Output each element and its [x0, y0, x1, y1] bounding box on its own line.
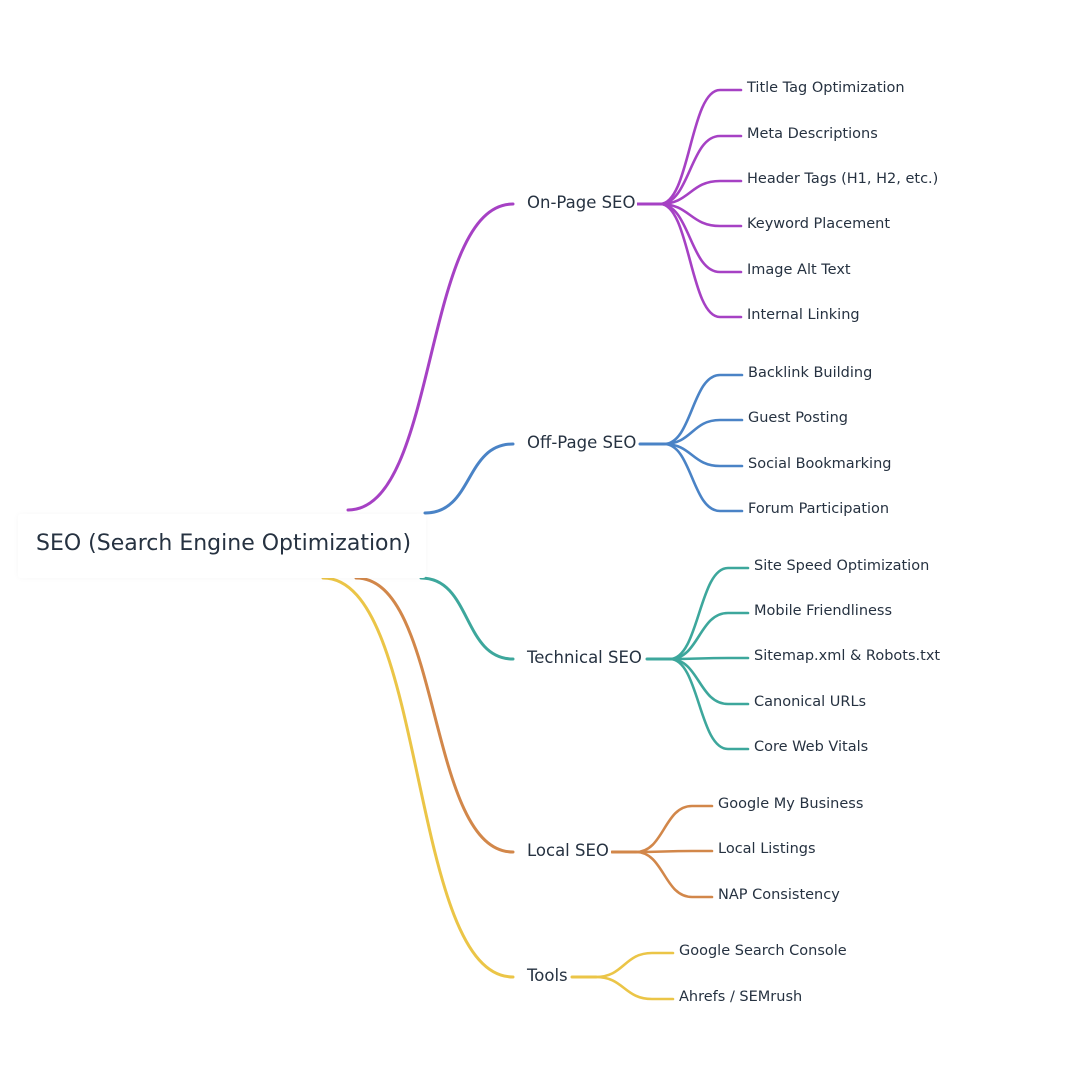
leaf-node-backlink-building[interactable]: Backlink Building	[748, 365, 873, 381]
connector-leaf-local-listings	[634, 849, 714, 854]
connector-leaf-social-bookmarking	[662, 442, 744, 468]
connector-leaf-internal-linking	[658, 202, 743, 319]
connector-leaf-site-speed-optimization	[668, 566, 750, 661]
leaf-node-forum-participation[interactable]: Forum Participation	[748, 501, 890, 517]
leaf-node-title-tag-optimization[interactable]: Title Tag Optimization	[747, 80, 905, 96]
connector-leaf-core-web-vitals	[668, 657, 750, 751]
leaf-node-guest-posting[interactable]: Guest Posting	[748, 410, 848, 426]
leaf-node-meta-descriptions[interactable]: Meta Descriptions	[747, 126, 878, 142]
leaf-node-header-tags-h1-h2-etc[interactable]: Header Tags (H1, H2, etc.)	[747, 171, 939, 187]
leaf-node-site-speed-optimization[interactable]: Site Speed Optimization	[754, 558, 930, 574]
connector-root-technical-seo	[419, 576, 515, 661]
leaf-node-keyword-placement[interactable]: Keyword Placement	[747, 216, 891, 232]
branch-node-tools[interactable]: Tools	[525, 966, 570, 985]
connector-leaf-google-my-business	[634, 804, 714, 854]
connector-leaf-meta-descriptions	[658, 134, 743, 206]
connector-leaf-image-alt-text	[658, 202, 743, 274]
connector-leaf-keyword-placement	[658, 202, 743, 228]
connector-leaf-forum-participation	[662, 442, 744, 513]
leaf-node-nap-consistency[interactable]: NAP Consistency	[718, 887, 840, 903]
connector-leaf-mobile-friendliness	[668, 611, 750, 661]
connector-root-local-seo	[354, 576, 515, 854]
leaf-node-sitemap-xml-robots-txt[interactable]: Sitemap.xml & Robots.txt	[754, 648, 941, 664]
leaf-node-canonical-urls[interactable]: Canonical URLs	[754, 694, 867, 710]
root-node-label: SEO (Search Engine Optimization)	[36, 531, 412, 556]
connector-leaf-guest-posting	[662, 418, 744, 446]
connector-leaf-google-search-console	[594, 951, 675, 979]
leaf-node-google-my-business[interactable]: Google My Business	[718, 796, 864, 812]
connector-leaf-ahrefs-semrush	[594, 975, 675, 1001]
branch-node-off-page-seo[interactable]: Off-Page SEO	[525, 433, 639, 452]
connector-leaf-title-tag-optimization	[658, 88, 743, 206]
connector-leaf-sitemap-xml-robots-txt	[668, 656, 750, 661]
connectors-layer	[321, 88, 750, 1001]
connector-leaf-backlink-building	[662, 373, 744, 446]
leaf-node-google-search-console[interactable]: Google Search Console	[679, 943, 847, 959]
leaf-node-internal-linking[interactable]: Internal Linking	[747, 307, 860, 323]
leaf-node-mobile-friendliness[interactable]: Mobile Friendliness	[754, 603, 893, 619]
leaf-node-image-alt-text[interactable]: Image Alt Text	[747, 262, 851, 278]
leaf-node-local-listings[interactable]: Local Listings	[718, 841, 816, 857]
branch-node-local-seo[interactable]: Local SEO	[525, 841, 611, 860]
leaf-node-social-bookmarking[interactable]: Social Bookmarking	[748, 456, 892, 472]
leaf-node-core-web-vitals[interactable]: Core Web Vitals	[754, 739, 869, 755]
connector-leaf-nap-consistency	[634, 850, 714, 899]
root-node[interactable]	[18, 514, 426, 578]
branch-node-on-page-seo[interactable]: On-Page SEO	[525, 193, 638, 212]
connector-leaf-header-tags-h1-h2-etc	[658, 179, 743, 206]
connector-root-on-page-seo	[346, 202, 515, 512]
connector-root-tools	[321, 576, 515, 979]
connector-root-off-page-seo	[423, 442, 515, 515]
leaf-node-ahrefs-semrush[interactable]: Ahrefs / SEMrush	[679, 989, 803, 1005]
branch-node-technical-seo[interactable]: Technical SEO	[525, 648, 644, 667]
